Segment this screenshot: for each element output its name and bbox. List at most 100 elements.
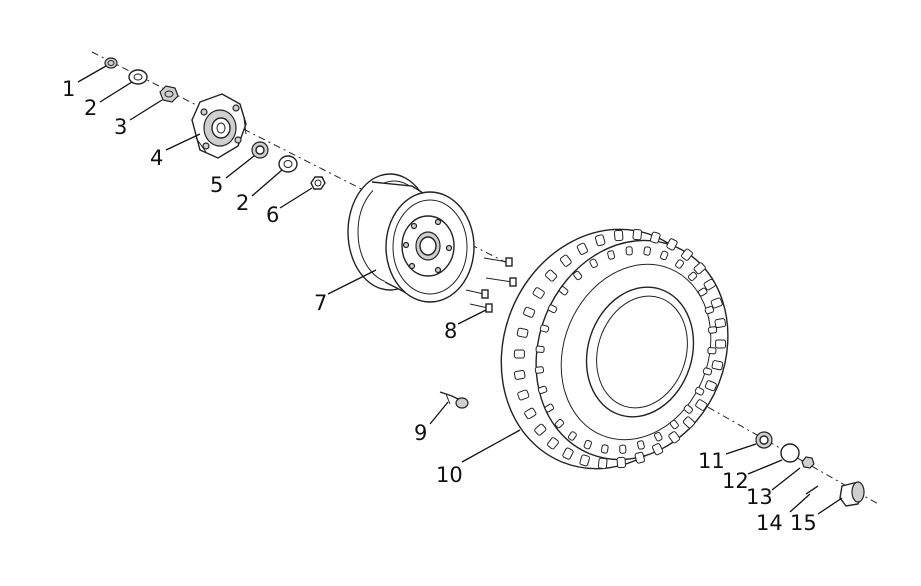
tread-block xyxy=(613,229,624,242)
callout-1: 1 xyxy=(62,77,75,101)
part-10-tyre xyxy=(500,228,729,470)
tread-block xyxy=(643,246,652,256)
tread-block xyxy=(625,246,633,256)
tread-block xyxy=(636,440,645,450)
tread-block xyxy=(576,242,588,255)
tread-block xyxy=(707,326,718,334)
tread-block xyxy=(703,278,716,291)
tread-block xyxy=(534,423,547,436)
tread-block xyxy=(579,454,590,467)
part-13-nut xyxy=(801,456,815,469)
tread-block xyxy=(559,254,572,267)
tread-block xyxy=(559,286,569,296)
tread-block xyxy=(562,447,574,460)
tread-block xyxy=(681,248,693,261)
tread-block xyxy=(607,250,616,260)
tread-block xyxy=(589,258,598,269)
callout-10: 10 xyxy=(436,463,463,487)
tread-block xyxy=(517,389,530,401)
tread-block xyxy=(715,339,727,349)
tread-block xyxy=(669,419,679,430)
tread-block xyxy=(632,228,643,241)
tread-block xyxy=(654,431,663,442)
tread-block xyxy=(535,345,545,353)
tread-block xyxy=(697,287,708,297)
tread-block xyxy=(634,451,646,464)
tread-block xyxy=(695,399,708,411)
tread-block xyxy=(600,444,609,454)
tread-block xyxy=(544,403,555,413)
tread-block xyxy=(707,347,717,355)
part-3-nut xyxy=(159,85,179,103)
callout-13: 13 xyxy=(746,485,773,509)
tread-block xyxy=(694,386,705,396)
tread-block xyxy=(714,318,727,329)
tread-block xyxy=(524,407,537,420)
tread-block xyxy=(534,366,545,374)
tread-block xyxy=(682,416,695,429)
tread-block xyxy=(547,304,558,314)
tread-block xyxy=(668,431,681,444)
tread-block xyxy=(704,380,717,392)
part-9-valve xyxy=(439,391,469,409)
part-15-hubcap xyxy=(839,481,865,507)
part-14-pin xyxy=(805,485,819,495)
part-2-washer-top xyxy=(128,69,148,85)
callout-3: 3 xyxy=(114,115,127,139)
tread-block xyxy=(666,238,678,251)
part-1-cap xyxy=(104,57,118,69)
tread-block xyxy=(704,305,715,315)
tread-block xyxy=(687,271,698,282)
callout-labels: 1 2 3 4 5 2 6 7 8 9 10 11 12 13 14 15 xyxy=(62,77,817,535)
part-5-bearing xyxy=(251,141,269,159)
leader-lines xyxy=(77,65,843,515)
part-7-rim xyxy=(347,173,475,303)
tread-block xyxy=(675,259,685,269)
tread-block xyxy=(619,444,627,454)
callout-15: 15 xyxy=(790,511,817,535)
callout-5: 5 xyxy=(210,173,223,197)
tread-block xyxy=(539,324,550,333)
part-8-bolts xyxy=(465,257,517,313)
callout-8: 8 xyxy=(444,319,457,343)
tread-block xyxy=(583,439,592,450)
part-6-nut xyxy=(310,176,326,190)
tread-block xyxy=(513,369,526,380)
tread-block xyxy=(650,231,661,244)
part-2-washer-lower xyxy=(278,155,298,173)
tread-block xyxy=(597,457,608,470)
callout-11: 11 xyxy=(698,449,725,473)
tread-block xyxy=(513,349,525,359)
callout-6: 6 xyxy=(266,203,279,227)
callout-12: 12 xyxy=(722,469,749,493)
tread-block xyxy=(554,418,565,429)
tread-block xyxy=(616,456,627,469)
tread-block xyxy=(711,360,724,371)
callout-4: 4 xyxy=(150,146,163,170)
tread-block xyxy=(545,269,558,282)
callout-2: 2 xyxy=(236,191,249,215)
tread-block xyxy=(710,297,723,309)
tread-block xyxy=(683,404,693,414)
tread-block xyxy=(702,367,713,376)
tread-block xyxy=(516,327,529,338)
tread-block xyxy=(693,262,706,275)
part-11-washer xyxy=(755,431,773,449)
tyre-tread xyxy=(513,228,727,470)
part-12-cap xyxy=(780,443,800,463)
callout-7: 7 xyxy=(314,291,327,315)
tread-block xyxy=(594,234,606,247)
tread-block xyxy=(652,443,664,456)
tread-block xyxy=(523,306,536,318)
tread-block xyxy=(660,250,669,261)
tread-block xyxy=(573,270,583,281)
callout-14: 14 xyxy=(756,511,783,535)
callout-9: 9 xyxy=(414,421,427,445)
tread-block xyxy=(567,431,577,441)
tread-block xyxy=(532,287,545,299)
tread-block xyxy=(537,385,548,395)
callout-2: 2 xyxy=(84,96,97,120)
part-4-hub xyxy=(191,93,247,159)
